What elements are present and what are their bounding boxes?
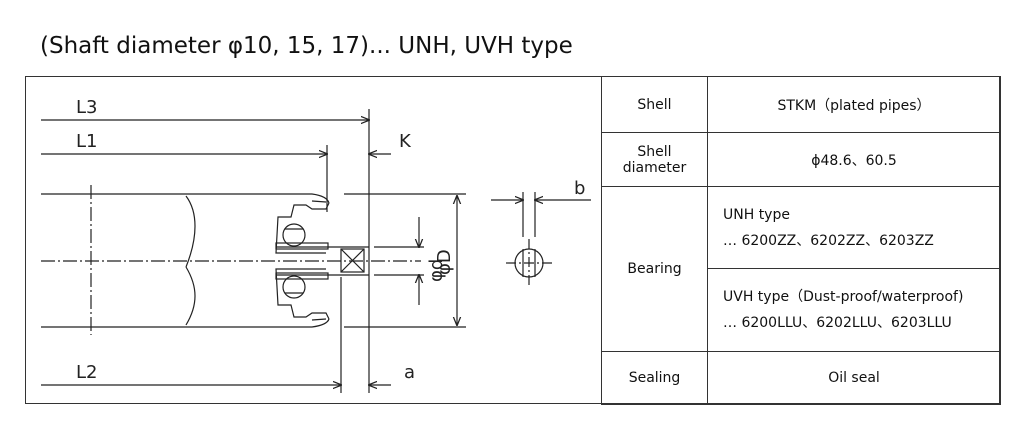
label-l2: L2 bbox=[76, 362, 97, 383]
pipe-shell bbox=[41, 193, 330, 328]
bearing-uvh-title: UVH type（Dust-proof/waterproof) bbox=[723, 289, 964, 305]
dim-D-line bbox=[344, 193, 466, 328]
bearing-label: Bearing bbox=[601, 186, 708, 352]
shaft-end-view bbox=[506, 192, 552, 287]
spec-row-bearing-unh: Bearing UNH type … 6200ZZ、6202ZZ、6203ZZ bbox=[601, 186, 1001, 352]
dim-d-line bbox=[374, 217, 424, 305]
label-l1: L1 bbox=[76, 131, 97, 152]
shell-value: STKM（plated pipes） bbox=[707, 76, 1001, 133]
spec-row-bearing-uvh: UVH type（Dust-proof/waterproof) … 6200LL… bbox=[602, 268, 1001, 352]
sealing-value: Oil seal bbox=[707, 351, 1001, 405]
spec-frame: L3 L1 K b L2 a φd φD Shell STKM（plated p… bbox=[25, 76, 1001, 405]
sealing-label: Sealing bbox=[601, 351, 708, 405]
spec-row-sealing: Sealing Oil seal bbox=[601, 351, 1001, 405]
label-k: K bbox=[399, 131, 412, 152]
label-l3: L3 bbox=[76, 97, 97, 118]
shell-diameter-value: ϕ48.6、60.5 bbox=[707, 132, 1001, 187]
shell-diameter-label-line1: Shell bbox=[637, 143, 672, 160]
label-a: a bbox=[404, 362, 415, 383]
spec-row-shell-diameter: Shell diameter ϕ48.6、60.5 bbox=[601, 132, 1001, 187]
bearing-housing bbox=[275, 202, 330, 320]
bearing-unh-title: UNH type bbox=[723, 206, 790, 223]
shell-diameter-label-line2: diameter bbox=[622, 159, 687, 176]
roller-drawing: L3 L1 K b L2 a φd φD bbox=[41, 97, 591, 393]
shell-label: Shell bbox=[601, 76, 708, 133]
spec-table: Shell STKM（plated pipes） Shell diameter … bbox=[601, 76, 1001, 405]
spec-row-shell: Shell STKM（plated pipes） bbox=[601, 76, 1001, 133]
bearing-balls bbox=[282, 223, 306, 299]
bearing-uvh-cell: UVH type（Dust-proof/waterproof) … 6200LL… bbox=[707, 268, 1001, 352]
bearing-uvh-models: … 6200LLU、6202LLU、6203LLU bbox=[723, 315, 952, 331]
label-phi-d-small: φd bbox=[426, 259, 447, 282]
shaft bbox=[276, 246, 369, 276]
label-phi-D: φD bbox=[434, 249, 455, 275]
bearing-unh-models: … 6200ZZ、6202ZZ、6203ZZ bbox=[723, 232, 934, 249]
label-b: b bbox=[574, 178, 585, 199]
page-title: (Shaft diameter φ10, 15, 17)... UNH, UVH… bbox=[40, 33, 573, 59]
bearing-unh-cell: UNH type … 6200ZZ、6202ZZ、6203ZZ bbox=[707, 186, 1001, 269]
shell-diameter-label: Shell diameter bbox=[601, 132, 708, 187]
